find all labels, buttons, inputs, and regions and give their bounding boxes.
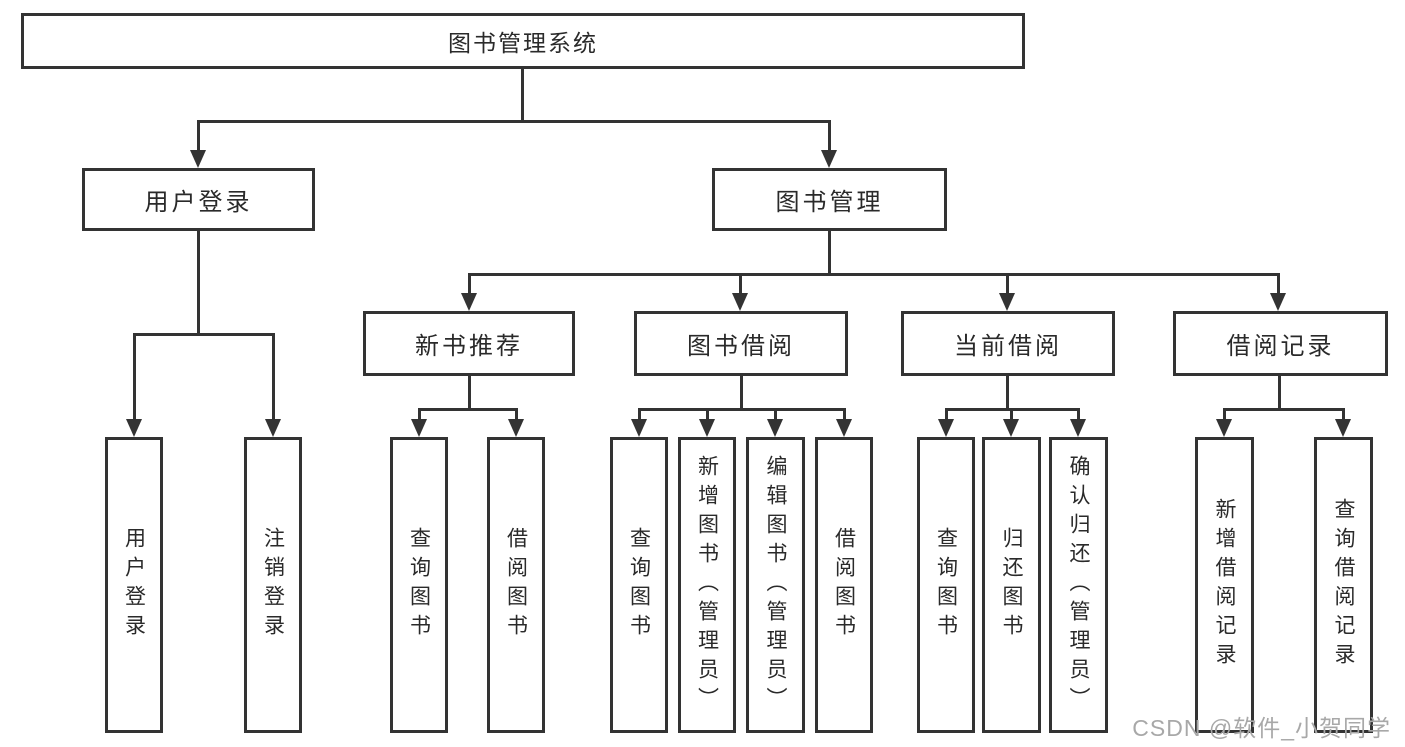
leaf-label: 查询图书: [407, 527, 431, 643]
arrowhead-down-icon: [1003, 419, 1019, 437]
arrowhead-down-icon: [767, 419, 783, 437]
connector-line: [1278, 376, 1281, 411]
connector-line: [272, 333, 275, 419]
leaf-label: 编辑图书（管理员）: [764, 454, 787, 716]
arrowhead-down-icon: [999, 293, 1015, 311]
node-label: 图书借阅: [687, 333, 795, 360]
leaf-query-books-borrow: 查询图书: [610, 437, 668, 733]
node-book-management: 图书管理: [712, 168, 947, 231]
leaf-query-books-recommend: 查询图书: [390, 437, 448, 733]
connector-line: [945, 408, 948, 420]
node-label: 图书管理: [775, 189, 884, 216]
leaf-label: 注销登录: [261, 527, 285, 643]
arrowhead-down-icon: [631, 419, 647, 437]
connector-line: [1006, 376, 1009, 411]
arrowhead-down-icon: [732, 293, 748, 311]
node-root-system: 图书管理系统: [21, 13, 1025, 69]
connector-line: [197, 120, 200, 151]
connector-line: [1006, 273, 1009, 294]
arrowhead-down-icon: [190, 150, 206, 168]
leaf-label: 归还图书: [1000, 527, 1023, 643]
arrowhead-down-icon: [1070, 419, 1086, 437]
connector-line: [828, 120, 831, 151]
arrowhead-down-icon: [699, 419, 715, 437]
connector-line: [1277, 273, 1280, 294]
arrowhead-down-icon: [126, 419, 142, 437]
connector-line: [521, 69, 524, 120]
connector-line: [828, 231, 831, 276]
leaf-label: 新增图书（管理员）: [695, 454, 719, 716]
connector-line: [638, 408, 846, 411]
connector-line: [739, 273, 742, 294]
leaf-return-books: 归还图书: [982, 437, 1041, 733]
leaf-label: 新增借阅记录: [1213, 498, 1236, 672]
arrowhead-down-icon: [836, 419, 852, 437]
arrowhead-down-icon: [265, 419, 281, 437]
connector-line: [843, 408, 846, 420]
leaf-add-books-admin: 新增图书（管理员）: [678, 437, 736, 733]
connector-line: [133, 333, 136, 419]
connector-line: [418, 408, 421, 420]
node-label: 当前借阅: [954, 333, 1062, 360]
connector-line: [468, 376, 471, 411]
leaf-logout: 注销登录: [244, 437, 302, 733]
connector-line: [706, 408, 709, 420]
leaf-label: 查询图书: [934, 527, 958, 643]
connector-line: [1010, 408, 1013, 420]
connector-line: [133, 333, 274, 336]
csdn-watermark: CSDN @软件_小贺同学: [1132, 715, 1391, 741]
leaf-query-books-current: 查询图书: [917, 437, 975, 733]
leaf-confirm-return-admin: 确认归还（管理员）: [1049, 437, 1108, 733]
leaf-user-login: 用户登录: [105, 437, 163, 733]
node-book-borrow: 图书借阅: [634, 311, 848, 376]
connector-line: [1223, 408, 1226, 420]
connector-line: [468, 273, 1280, 276]
node-label: 图书管理系统: [448, 30, 598, 56]
connector-line: [1223, 408, 1344, 411]
arrowhead-down-icon: [1270, 293, 1286, 311]
connector-line: [638, 408, 641, 420]
node-label: 用户登录: [144, 189, 253, 216]
arrowhead-down-icon: [461, 293, 477, 311]
connector-line: [418, 408, 518, 411]
connector-line: [468, 273, 471, 294]
node-borrow-records: 借阅记录: [1173, 311, 1388, 376]
node-user-login: 用户登录: [82, 168, 315, 231]
leaf-borrow-books-recommend: 借阅图书: [487, 437, 545, 733]
arrowhead-down-icon: [411, 419, 427, 437]
leaf-label: 用户登录: [122, 527, 146, 643]
arrowhead-down-icon: [1216, 419, 1232, 437]
connector-line: [515, 408, 518, 420]
leaf-edit-books-admin: 编辑图书（管理员）: [746, 437, 805, 733]
arrowhead-down-icon: [508, 419, 524, 437]
arrowhead-down-icon: [1335, 419, 1351, 437]
node-new-book-recommend: 新书推荐: [363, 311, 575, 376]
leaf-borrow-books: 借阅图书: [815, 437, 873, 733]
connector-line: [197, 120, 831, 123]
leaf-label: 查询图书: [627, 527, 651, 643]
leaf-label: 确认归还（管理员）: [1067, 454, 1090, 716]
connector-line: [1077, 408, 1080, 420]
connector-line: [740, 376, 743, 411]
leaf-label: 借阅图书: [504, 527, 528, 643]
leaf-query-borrow-record: 查询借阅记录: [1314, 437, 1373, 733]
connector-line: [197, 231, 200, 336]
arrowhead-down-icon: [938, 419, 954, 437]
leaf-label: 查询借阅记录: [1332, 498, 1355, 672]
node-current-borrow: 当前借阅: [901, 311, 1115, 376]
leaf-label: 借阅图书: [832, 527, 856, 643]
connector-line: [774, 408, 777, 420]
arrowhead-down-icon: [821, 150, 837, 168]
connector-line: [1342, 408, 1345, 420]
node-label: 借阅记录: [1226, 333, 1335, 360]
node-label: 新书推荐: [415, 333, 523, 360]
leaf-add-borrow-record: 新增借阅记录: [1195, 437, 1254, 733]
